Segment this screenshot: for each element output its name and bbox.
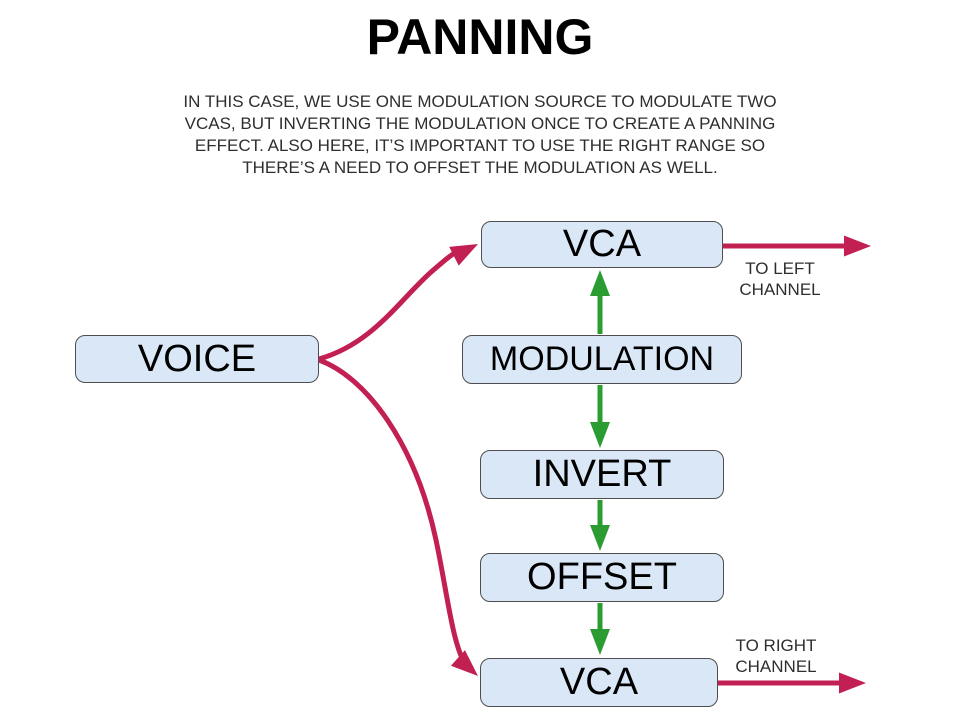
node-vca-top: VCA — [481, 221, 723, 268]
node-vca-top-label: VCA — [562, 223, 642, 265]
node-modulation: MODULATION — [462, 335, 742, 384]
node-offset-label: OFFSET — [527, 556, 677, 598]
node-invert-label: INVERT — [532, 453, 672, 495]
node-vca-bottom: VCA — [480, 658, 718, 707]
edge-voice-to-vca-bottom — [318, 357, 478, 676]
label-to-left-channel: TO LEFT CHANNEL — [739, 259, 821, 299]
edge-invert-to-offset — [590, 500, 610, 551]
edge-vca-top-to-left-channel — [723, 235, 871, 257]
node-offset: OFFSET — [480, 553, 724, 602]
node-invert: INVERT — [480, 450, 724, 499]
edge-vca-bottom-to-right-channel — [718, 672, 866, 694]
edge-modulation-to-invert — [590, 385, 610, 448]
edge-modulation-to-vca-top — [590, 270, 610, 334]
edge-voice-to-vca-top — [318, 244, 478, 362]
node-modulation-label: MODULATION — [489, 340, 715, 378]
node-voice-label: VOICE — [137, 337, 257, 380]
label-to-right-channel: TO RIGHT CHANNEL — [735, 636, 817, 676]
edge-offset-to-vca-bottom — [590, 603, 610, 655]
node-voice: VOICE — [75, 335, 319, 383]
description-text: IN THIS CASE, WE USE ONE MODULATION SOUR… — [183, 92, 777, 177]
page-title: PANNING — [366, 9, 594, 65]
node-vca-bottom-label: VCA — [559, 661, 639, 703]
